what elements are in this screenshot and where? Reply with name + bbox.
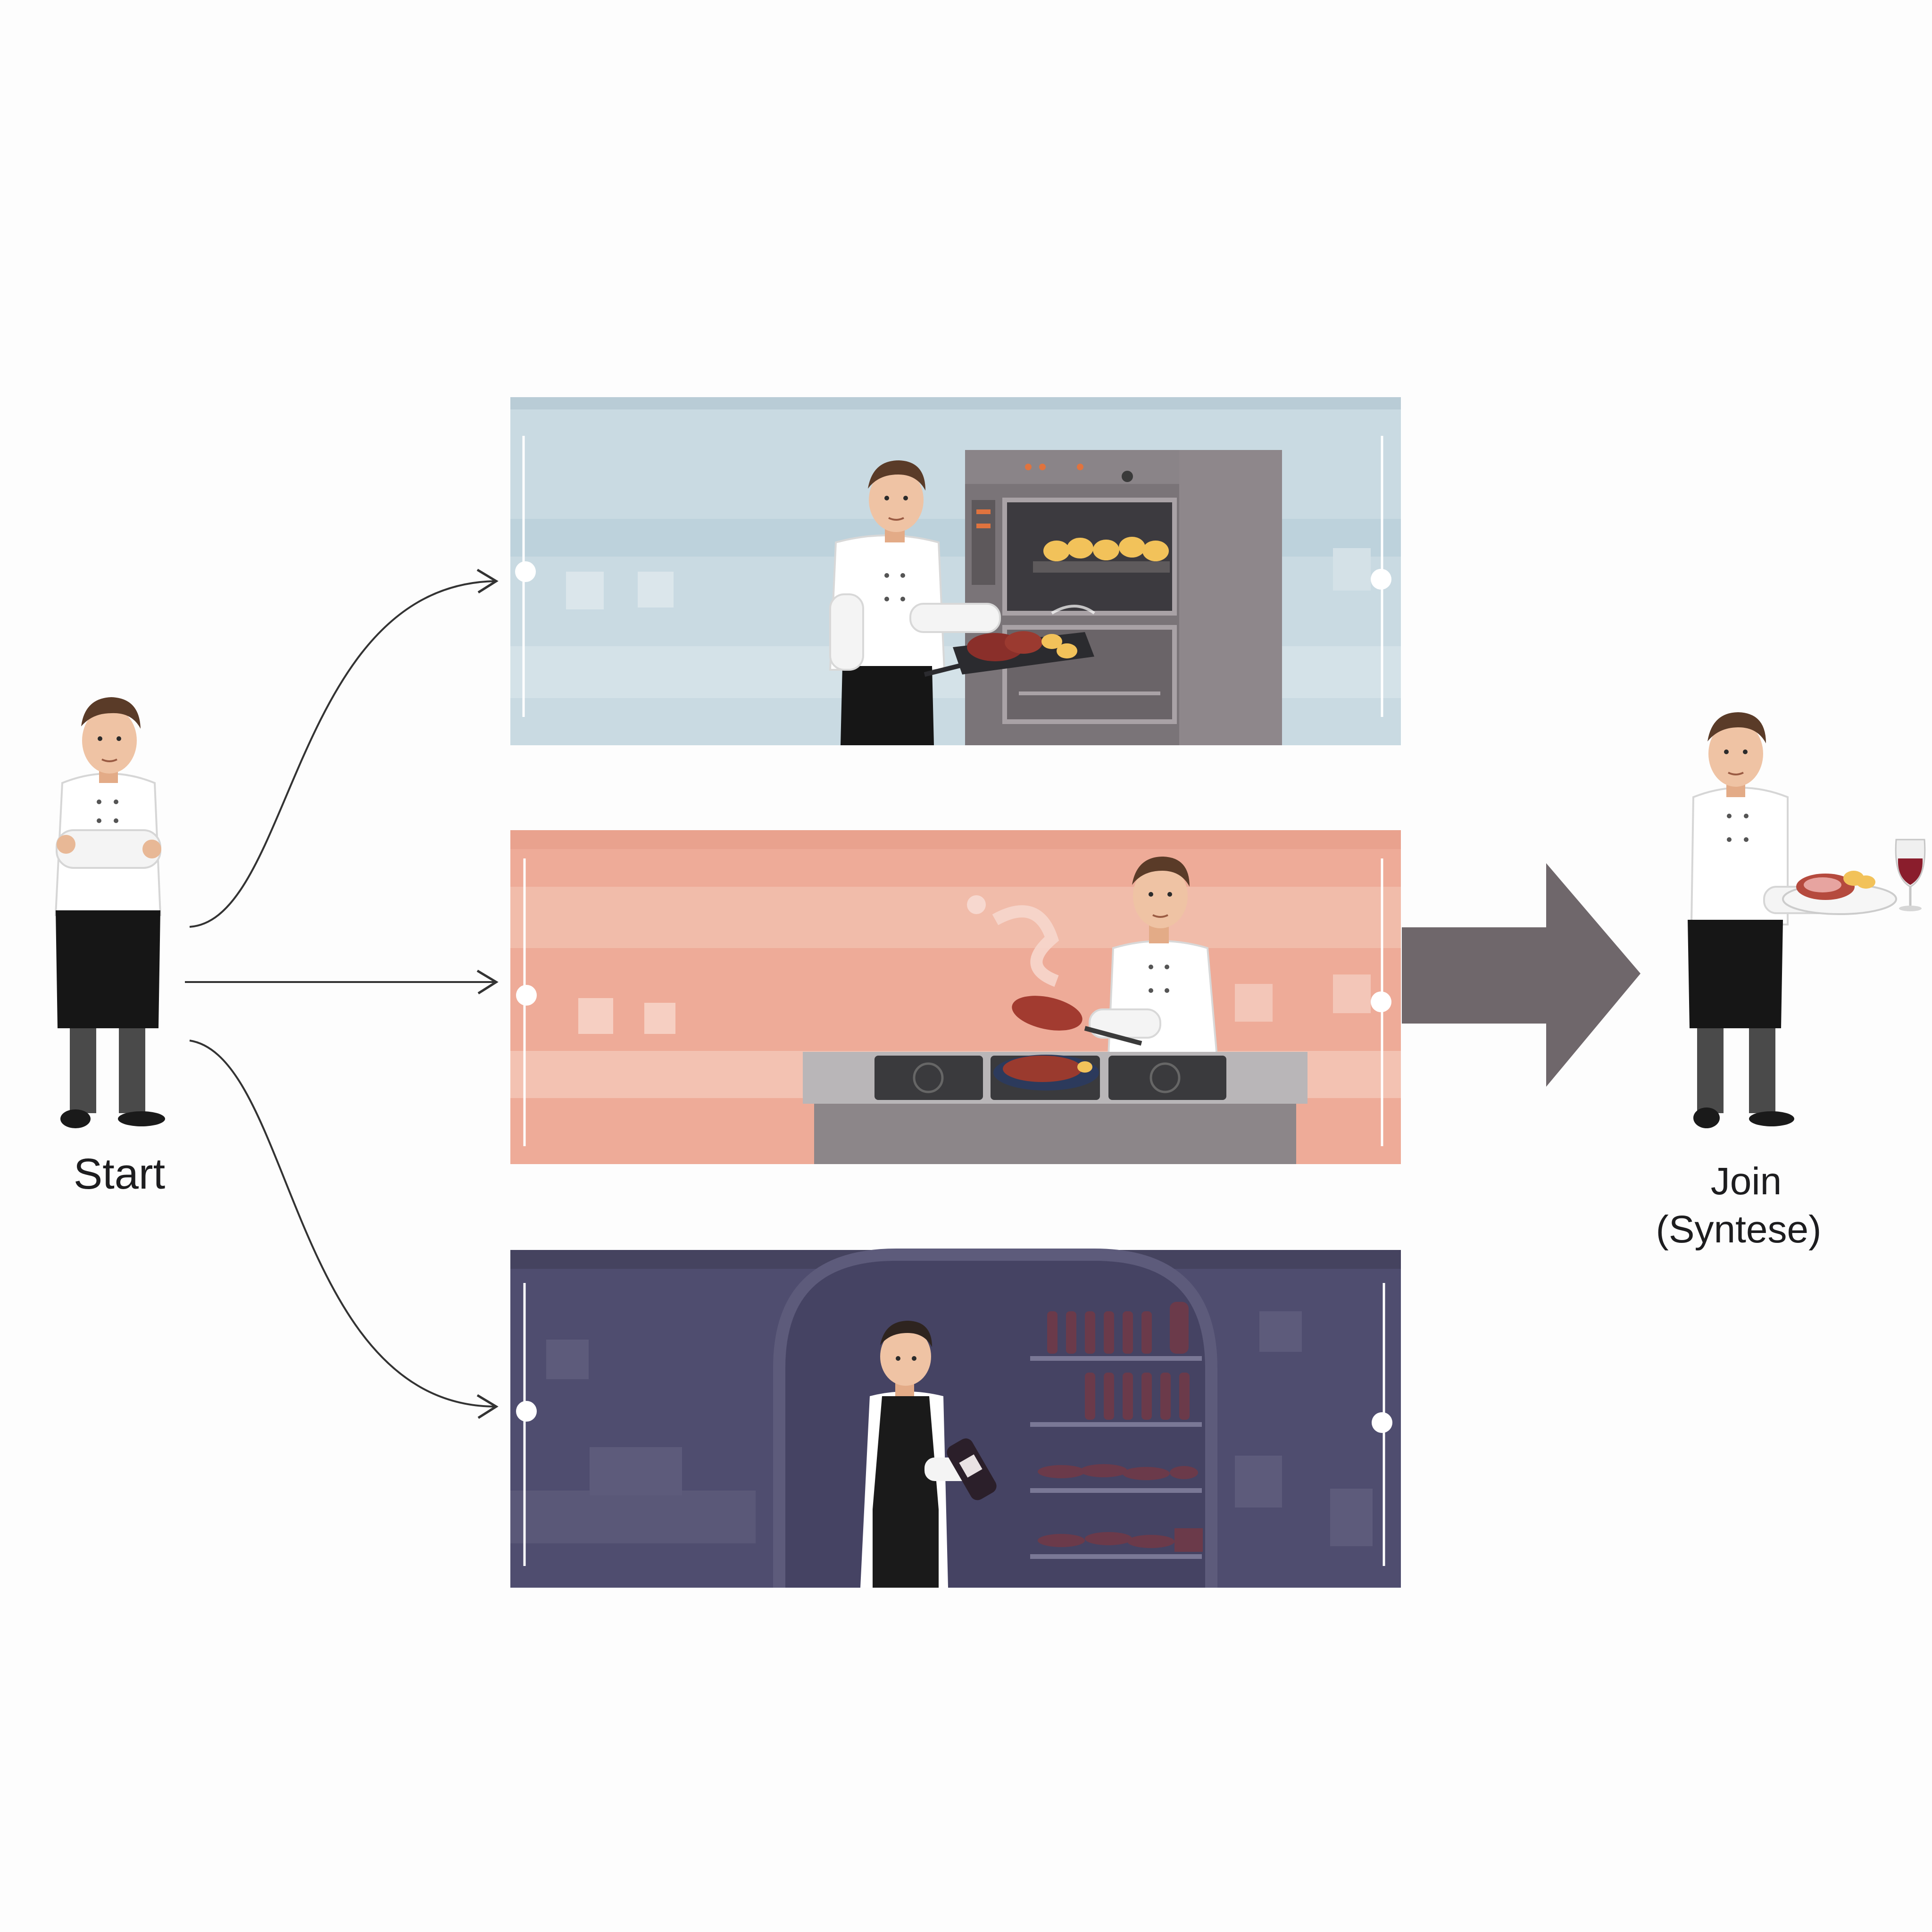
- connector-to-oven: [190, 581, 495, 927]
- panel-stove: [510, 830, 1401, 1164]
- chef-serving-icon: [1688, 712, 1896, 1128]
- connector-to-cellar: [190, 1041, 495, 1407]
- panel-oven: [510, 397, 1401, 745]
- wine-glass-icon: [1896, 840, 1925, 911]
- start-label: Start: [74, 1150, 165, 1198]
- big-right-arrow-icon: [1402, 863, 1641, 1087]
- panel-cellar: [510, 1250, 1401, 1588]
- join-label: Join: [1711, 1160, 1782, 1203]
- branch-connectors: [185, 581, 495, 1407]
- join-sublabel: (Syntese): [1656, 1208, 1822, 1251]
- stove-icon: [803, 1052, 1307, 1164]
- chef-start-icon: [56, 697, 165, 1128]
- oven-icon: [965, 450, 1282, 745]
